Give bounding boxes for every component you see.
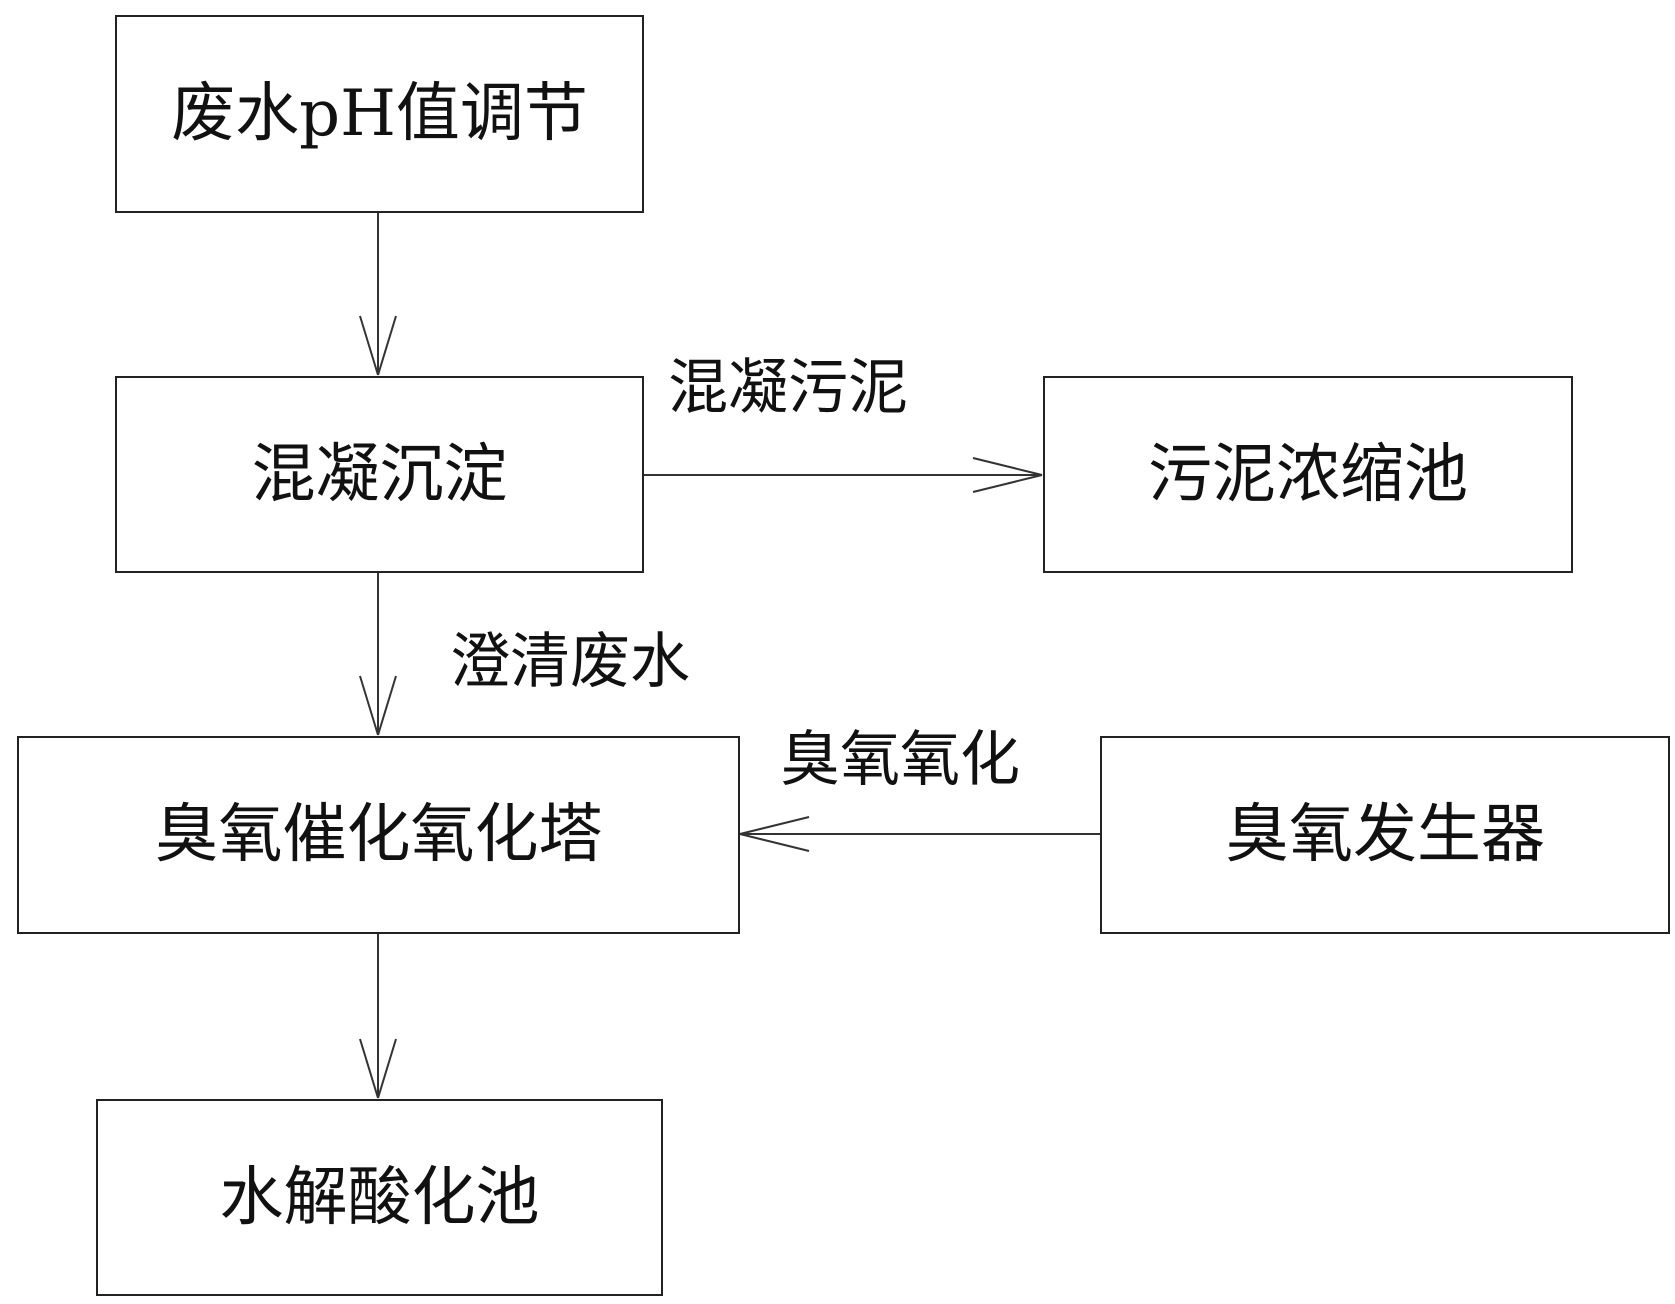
edge-label-coagulation-sludge: 混凝污泥 (668, 353, 908, 423)
node-coagulation-sedimentation-label: 混凝沉淀 (251, 437, 508, 512)
node-sludge-thickening-tank: 污泥浓缩池 (1043, 376, 1573, 573)
node-ph-adjustment: 废水pH值调节 (115, 15, 644, 213)
node-hydrolysis-acidification-tank-label: 水解酸化池 (219, 1160, 540, 1235)
node-ozone-catalytic-tower: 臭氧催化氧化塔 (17, 736, 740, 934)
node-ozone-generator-label: 臭氧发生器 (1225, 798, 1545, 872)
node-sludge-thickening-tank-label: 污泥浓缩池 (1148, 437, 1468, 512)
node-ozone-catalytic-tower-label: 臭氧催化氧化塔 (154, 798, 603, 872)
arrow-coagulation-to-sludge-tank (644, 457, 1043, 493)
edge-label-clarified-wastewater: 澄清废水 (450, 627, 690, 697)
node-ph-adjustment-label: 废水pH值调节 (171, 77, 588, 151)
arrow-ph-to-coagulation (359, 213, 397, 376)
arrow-generator-to-ozone-tower (739, 816, 1100, 852)
node-hydrolysis-acidification-tank: 水解酸化池 (96, 1099, 663, 1296)
edge-label-ozone-oxidation: 臭氧氧化 (780, 725, 1020, 795)
node-ozone-generator: 臭氧发生器 (1100, 736, 1670, 934)
arrow-coagulation-to-ozone-tower (359, 573, 397, 736)
node-coagulation-sedimentation: 混凝沉淀 (115, 376, 644, 573)
arrow-ozone-tower-to-hydrolysis (359, 934, 397, 1099)
